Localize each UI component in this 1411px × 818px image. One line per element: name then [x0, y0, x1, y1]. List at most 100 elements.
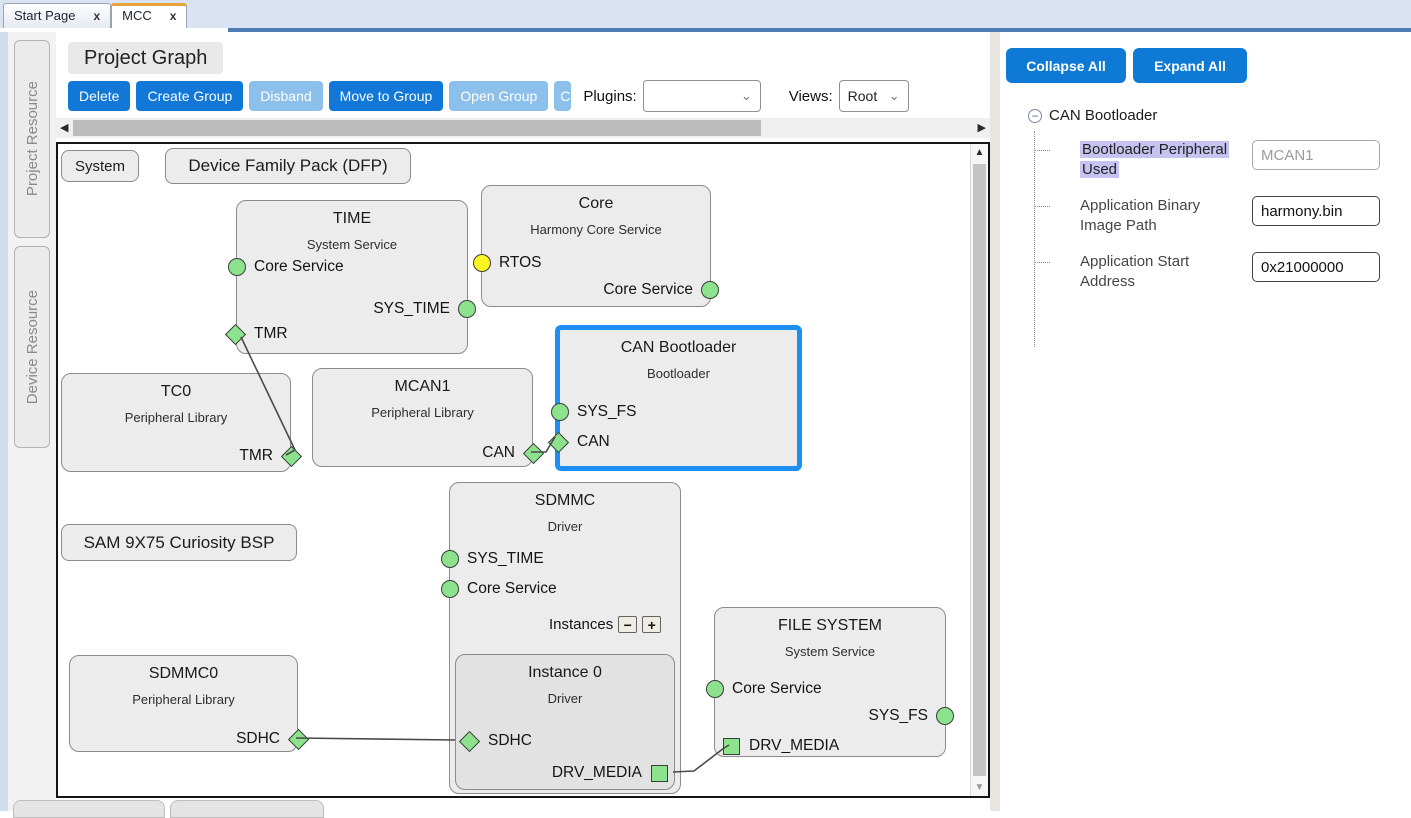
circle-port-sys-fs[interactable]	[936, 707, 954, 725]
plugins-dropdown[interactable]: ⌄	[642, 80, 761, 112]
circle-port-sys-time[interactable]	[441, 550, 459, 568]
page-title: Project Graph	[68, 42, 224, 74]
delete-button[interactable]: Delete	[68, 81, 131, 111]
port-label: SYS_TIME	[467, 550, 544, 567]
port-label: CAN	[482, 444, 515, 461]
instances-row: Instances−+	[549, 616, 662, 633]
move-to-group-button[interactable]: Move to Group	[328, 81, 444, 111]
node-title: SDMMC0	[148, 665, 219, 682]
tab-label: MCC	[122, 8, 152, 23]
tab-mcc[interactable]: MCC x	[111, 3, 188, 28]
port-label: Core Service	[603, 281, 693, 298]
project-graph-canvas[interactable]: ▲ ▼ System Device Family Pack (DFP) SAM 9X…	[56, 142, 990, 798]
node-title: TC0	[160, 383, 192, 400]
instances-label: Instances	[549, 616, 614, 633]
port-label: Core Service	[467, 580, 557, 597]
sidebar-tab-device-resource[interactable]: Device Resource	[14, 246, 50, 448]
plugins-label: Plugins:	[583, 87, 637, 105]
open-group-button[interactable]: Open Group	[449, 81, 549, 111]
port-label: TMR	[239, 447, 273, 464]
sidebar-tab-project-resource[interactable]: Project Resource	[14, 40, 50, 238]
vertical-scrollbar-thumb[interactable]	[973, 164, 986, 776]
node-subtitle: System Service	[306, 237, 398, 252]
circle-port-core-service[interactable]	[706, 680, 724, 698]
chip-sam-9x75-curiosity-bsp[interactable]: SAM 9X75 Curiosity BSP	[61, 524, 297, 561]
circle-port-core-service[interactable]	[701, 281, 719, 299]
node-subtitle: Harmony Core Service	[530, 222, 662, 237]
diamond-port-tmr[interactable]	[224, 323, 247, 345]
tabbar-underline	[0, 28, 1411, 32]
setting-label: Bootloader Peripheral Used	[1080, 141, 1230, 178]
port-label: SDHC	[488, 732, 532, 749]
truncated-button[interactable]: C	[554, 81, 572, 111]
port-label: SYS_FS	[868, 707, 928, 724]
editor-tab-bar: Start Page x MCC x	[0, 0, 1411, 28]
circle-port-sys-time[interactable]	[458, 300, 476, 318]
close-icon[interactable]: x	[169, 8, 177, 23]
diamond-port-sdhc[interactable]	[458, 730, 481, 752]
node-subtitle: System Service	[784, 644, 876, 659]
square-port-drv-media[interactable]	[651, 764, 668, 782]
setting-row-start-address: Application Start Address	[1034, 252, 1411, 292]
diamond-port-can[interactable]	[522, 442, 545, 464]
circle-port-rtos[interactable]	[473, 254, 491, 272]
instances-plus-button[interactable]: +	[642, 616, 662, 633]
node-subtitle: Peripheral Library	[124, 410, 228, 425]
connection-line	[295, 737, 456, 741]
circle-port-sys-fs[interactable]	[551, 403, 569, 421]
node-subtitle: Driver	[547, 519, 583, 534]
setting-label: Application Start Address	[1080, 253, 1190, 290]
tab-start-page[interactable]: Start Page x	[3, 3, 112, 28]
disband-button[interactable]: Disband	[249, 81, 323, 111]
horizontal-scrollbar-thumb[interactable]	[73, 120, 761, 136]
expand-all-button[interactable]: Expand All	[1133, 48, 1247, 83]
left-dock-strip: Project Resource Device Resource	[8, 32, 56, 811]
panel-divider	[990, 32, 1000, 811]
horizontal-scrollbar[interactable]: ◀ ▶	[56, 118, 990, 138]
collapse-node-icon[interactable]: −	[1028, 108, 1042, 123]
diamond-port-sdhc[interactable]	[287, 728, 310, 750]
scroll-left-icon[interactable]: ◀	[60, 122, 69, 134]
port-label: RTOS	[499, 254, 542, 271]
diamond-port-can[interactable]	[547, 431, 570, 453]
bottom-window-tab[interactable]	[170, 800, 324, 818]
scroll-up-icon[interactable]: ▲	[974, 147, 985, 158]
tab-label: Start Page	[14, 8, 76, 23]
collapse-all-button[interactable]: Collapse All	[1006, 48, 1126, 83]
bottom-window-tab[interactable]	[13, 800, 165, 818]
scroll-right-icon[interactable]: ▶	[977, 122, 986, 134]
diamond-port-tmr[interactable]	[280, 445, 303, 467]
tree-branch-line	[1034, 206, 1050, 236]
circle-port-core-service[interactable]	[441, 580, 459, 598]
port-label: DRV_MEDIA	[749, 737, 840, 754]
bootloader-peripheral-input[interactable]	[1252, 140, 1380, 170]
scroll-down-icon[interactable]: ▼	[974, 782, 985, 793]
create-group-button[interactable]: Create Group	[136, 81, 244, 111]
graph-toolbar: Delete Create Group Disband Move to Grou…	[68, 80, 990, 112]
node-title: TIME	[332, 210, 372, 227]
setting-label: Application Binary Image Path	[1080, 197, 1201, 234]
close-icon[interactable]: x	[93, 8, 101, 23]
vertical-scrollbar[interactable]: ▲ ▼	[970, 144, 988, 796]
square-port-drv-media[interactable]	[723, 737, 740, 755]
chip-device-family-pack-dfp[interactable]: Device Family Pack (DFP)	[165, 148, 411, 184]
tree-root-can-bootloader[interactable]: − CAN Bootloader	[1028, 107, 1411, 124]
instances-minus-button[interactable]: −	[618, 616, 638, 633]
binary-image-path-input[interactable]	[1252, 196, 1380, 226]
port-label: SDHC	[236, 730, 280, 747]
start-address-input[interactable]	[1252, 252, 1380, 282]
window-edge	[0, 32, 8, 811]
chip-system[interactable]: System	[61, 150, 139, 182]
port-label: SYS_FS	[577, 403, 637, 420]
views-dropdown[interactable]: Root ⌄	[838, 80, 909, 112]
circle-port-core-service[interactable]	[228, 258, 246, 276]
node-title: FILE SYSTEM	[777, 617, 883, 634]
